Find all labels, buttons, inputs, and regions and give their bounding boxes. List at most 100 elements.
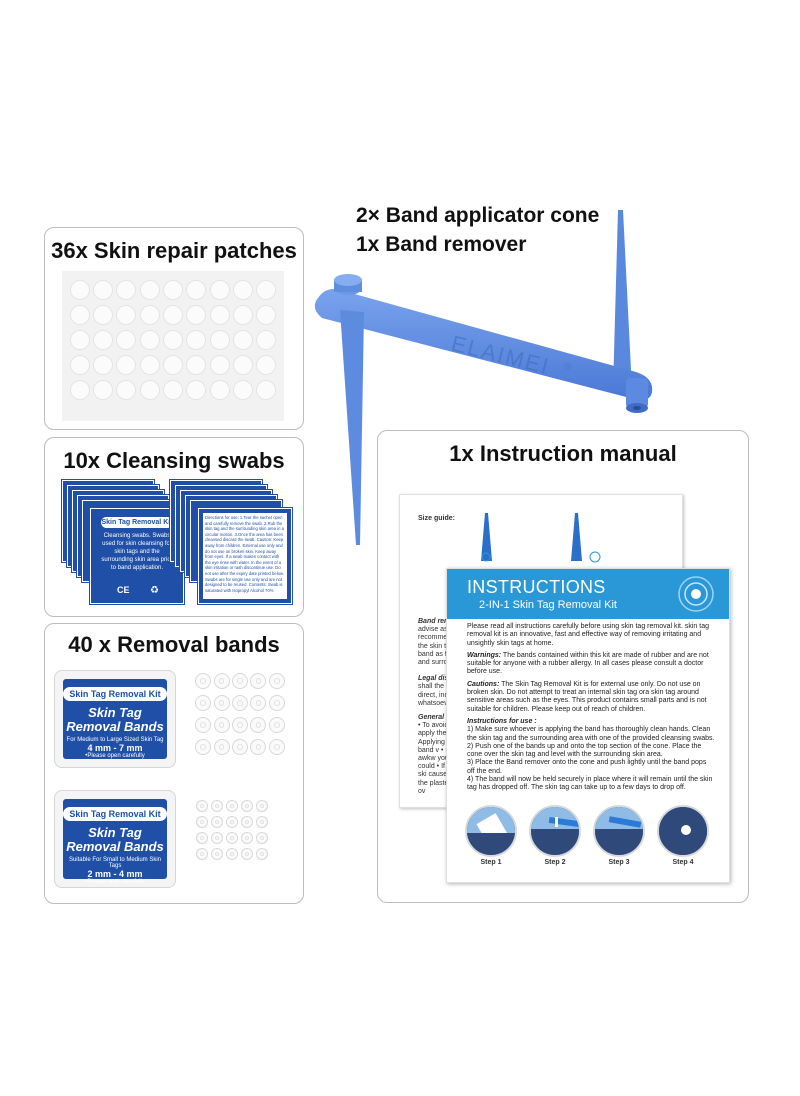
skin-patch [162, 379, 183, 400]
instructions-intro: Please read all instructions carefully b… [467, 623, 710, 647]
removal-band [231, 717, 248, 733]
band-box-small-name: Skin Tag Removal Bands [66, 825, 164, 854]
step-1-illustration [465, 805, 517, 857]
recycle-icon: ♻ [150, 585, 159, 596]
removal-band [213, 717, 230, 733]
removal-band [195, 695, 212, 711]
removal-band [250, 695, 267, 711]
band-remover-tool-image: ELAIMEI ® [314, 210, 653, 545]
skin-patch [256, 354, 277, 375]
general-text: • To avoid apply the • Applying the band… [418, 722, 457, 795]
removal-band [268, 717, 285, 733]
removal-bands-small [194, 798, 270, 862]
skin-patch [186, 279, 207, 300]
removal-band [256, 832, 269, 844]
size-guide-label: Size guide: [418, 515, 455, 522]
removal-band [213, 739, 230, 755]
removal-band [225, 800, 238, 812]
cautions-label: Cautions: [467, 680, 500, 688]
svg-text:®: ® [564, 362, 572, 373]
skin-patch [139, 279, 160, 300]
instructions-body: Please read all instructions carefully b… [467, 623, 715, 793]
removal-band [195, 673, 212, 689]
removal-band [231, 739, 248, 755]
band-box-small: Skin Tag Removal Kit Skin Tag Removal Ba… [54, 790, 176, 888]
skin-patch [256, 304, 277, 325]
skin-patch [69, 279, 90, 300]
step-2-label: Step 2 [544, 859, 566, 866]
skin-patch [92, 329, 113, 350]
legal-heading: Legal dis [418, 675, 449, 683]
instruction-step-4: 4) The band will now be held securely in… [467, 776, 713, 792]
band-remover-label: 1x Band remover [356, 233, 527, 256]
removal-band [250, 739, 267, 755]
general-heading: General i [418, 714, 448, 722]
removal-band [210, 832, 223, 844]
skin-patch [209, 279, 230, 300]
skin-patch [232, 279, 253, 300]
removal-band [195, 717, 212, 733]
size-guide-cones-image [481, 513, 601, 563]
instruction-step-2: 2) Push one of the bands up and onto the… [467, 742, 702, 759]
removal-band [225, 816, 238, 828]
swabs-title: 10x Cleansing swabs [63, 448, 285, 473]
legal-text: shall the c direct, ind whatsoev [418, 683, 450, 707]
removal-band [225, 832, 238, 844]
skin-patch [162, 354, 183, 375]
skin-patch [139, 329, 160, 350]
band-removal-heading: Band rem [418, 618, 451, 625]
skin-patch [209, 304, 230, 325]
band-box-large-size: 4 mm - 7 mm [87, 743, 143, 753]
skin-patch [162, 279, 183, 300]
removal-band [250, 673, 267, 689]
skin-patch [116, 279, 137, 300]
step-4: Step 4 [657, 805, 709, 866]
instruction-step-3: 3) Place the Band remover onto the cone … [467, 759, 707, 775]
removal-band [213, 673, 230, 689]
bands-title: 40 x Removal bands [68, 632, 280, 657]
removal-band [210, 816, 223, 828]
skin-patch [116, 329, 137, 350]
ce-mark: CE [117, 585, 130, 595]
manual-title: 1x Instruction manual [449, 441, 677, 466]
removal-band [250, 717, 267, 733]
removal-band [231, 673, 248, 689]
removal-band [195, 739, 212, 755]
step-2-illustration [529, 805, 581, 857]
removal-band [195, 800, 208, 812]
skin-patch [139, 304, 160, 325]
skin-patch [116, 354, 137, 375]
removal-band [241, 848, 254, 860]
cautions-text: The Skin Tag Removal Kit is for external… [467, 680, 707, 713]
removal-band [241, 816, 254, 828]
removal-band [268, 673, 285, 689]
step-4-label: Step 4 [672, 859, 694, 866]
step-3-illustration [593, 805, 645, 857]
skin-patch [232, 354, 253, 375]
cleansing-swab-stack-left: Skin Tag Removal Kit Cleansing swabs. Sw… [62, 480, 184, 605]
band-removal-text: advise as recomme the skin ta band as fa… [418, 626, 451, 667]
skin-patch [256, 379, 277, 400]
removal-band [256, 848, 269, 860]
target-icon [678, 576, 714, 612]
skin-patch [186, 354, 207, 375]
instructions-title: INSTRUCTIONS [467, 577, 606, 597]
removal-band [231, 695, 248, 711]
removal-band [268, 695, 285, 711]
skin-patch [209, 354, 230, 375]
skin-patch [69, 379, 90, 400]
step-3: Step 3 [593, 805, 645, 866]
removal-band [241, 832, 254, 844]
applicator-cone-left [340, 310, 364, 545]
skin-patch [92, 304, 113, 325]
removal-band [256, 816, 269, 828]
step-4-illustration [657, 805, 709, 857]
removal-band [213, 695, 230, 711]
step-3-label: Step 3 [608, 859, 630, 866]
skin-patch [69, 304, 90, 325]
band-box-small-size: 2 mm - 4 mm [87, 869, 143, 879]
removal-band [268, 739, 285, 755]
skin-patch [186, 304, 207, 325]
band-box-large: Skin Tag Removal Kit Skin Tag Removal Ba… [54, 670, 176, 768]
patches-title: 36x Skin repair patches [51, 238, 297, 263]
